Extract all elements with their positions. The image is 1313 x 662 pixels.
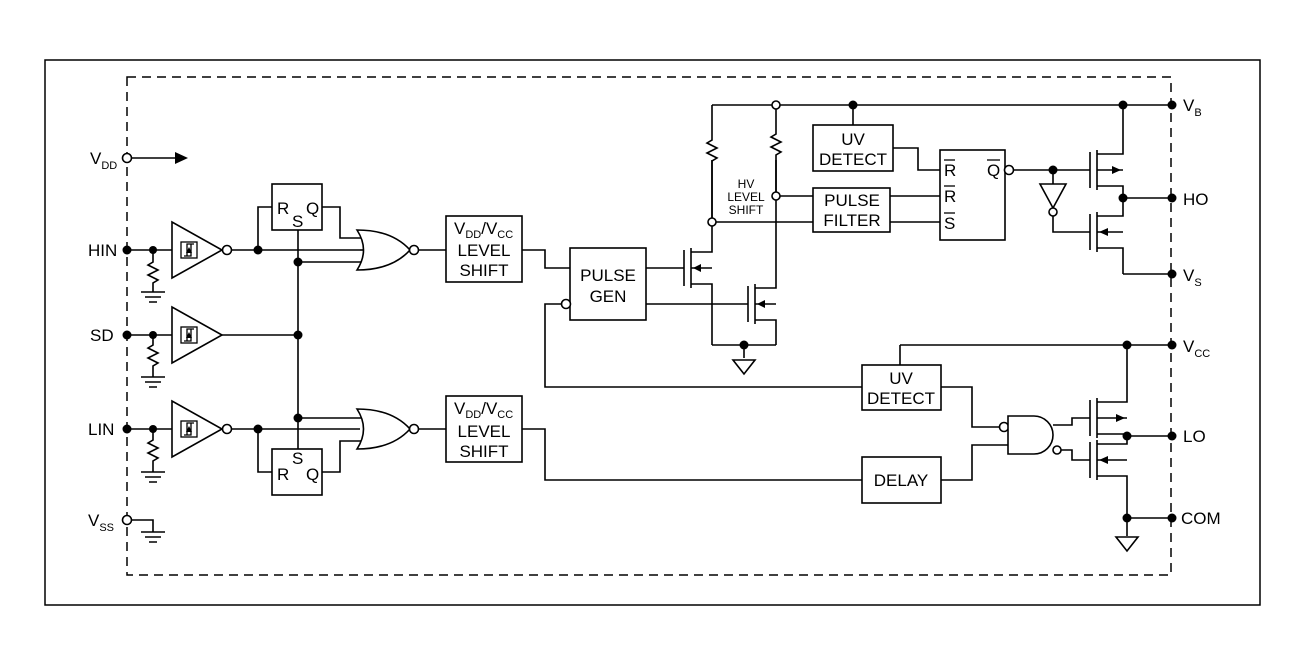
uv-detect-bottom: UV DETECT bbox=[861, 364, 942, 411]
svg-text:UV: UV bbox=[841, 130, 865, 149]
svg-text:Q: Q bbox=[306, 465, 319, 484]
svg-text:R: R bbox=[277, 199, 289, 218]
outer-frame bbox=[44, 59, 1261, 606]
ic-boundary bbox=[126, 76, 1172, 576]
svg-text:VDD/VCC: VDD/VCC bbox=[454, 399, 513, 421]
pulse-gen: PULSE GEN bbox=[560, 247, 647, 321]
svg-text:LEVEL: LEVEL bbox=[458, 241, 511, 260]
pin-lo: LO bbox=[1167, 427, 1206, 446]
svg-text:DETECT: DETECT bbox=[867, 389, 935, 408]
ho-driver-nmos bbox=[1089, 198, 1124, 274]
pin-vdd: VDD bbox=[90, 149, 188, 172]
svg-text:S: S bbox=[944, 214, 955, 233]
lo-driver-nmos bbox=[1089, 436, 1128, 518]
and-gate-lo bbox=[1007, 415, 1054, 455]
svg-text:R: R bbox=[277, 465, 289, 484]
pin-sd: SD bbox=[90, 326, 132, 345]
pin-com: COM bbox=[1167, 509, 1221, 528]
svg-text:HIN: HIN bbox=[88, 241, 117, 260]
rs-flipflop: R R S Q bbox=[939, 149, 1015, 241]
pulse-filter: PULSE FILTER bbox=[812, 187, 891, 233]
pin-vss: VSS bbox=[88, 511, 166, 543]
hv-nmos-1 bbox=[646, 160, 713, 345]
pin-vb: VB bbox=[1167, 96, 1202, 119]
svg-text:SHIFT: SHIFT bbox=[729, 203, 764, 217]
uv-detect-top: UV DETECT bbox=[812, 124, 894, 172]
svg-text:VDD: VDD bbox=[90, 149, 117, 172]
level-shift-bottom: VDD/VCC LEVEL SHIFT bbox=[445, 395, 523, 463]
level-shift-top: VDD/VCC LEVEL SHIFT bbox=[445, 215, 523, 283]
svg-text:Q: Q bbox=[306, 199, 319, 218]
svg-text:FILTER: FILTER bbox=[823, 211, 880, 230]
svg-text:SD: SD bbox=[90, 326, 114, 345]
hv-nmos-2 bbox=[646, 160, 777, 345]
lo-driver-pmos bbox=[1089, 345, 1128, 438]
svg-text:DELAY: DELAY bbox=[874, 471, 929, 490]
svg-text:COM: COM bbox=[1181, 509, 1221, 528]
svg-text:R: R bbox=[944, 161, 956, 180]
latch-bottom: S R Q bbox=[271, 448, 323, 496]
svg-text:VS: VS bbox=[1183, 266, 1202, 289]
delay-block: DELAY bbox=[861, 456, 942, 504]
svg-text:DETECT: DETECT bbox=[819, 150, 887, 169]
svg-text:S: S bbox=[292, 212, 303, 231]
svg-text:VCC: VCC bbox=[1183, 337, 1210, 360]
pin-ho: HO bbox=[1167, 190, 1209, 209]
ground-triangle-com bbox=[1114, 536, 1140, 553]
hv-level-shift-label: HV LEVEL SHIFT bbox=[727, 177, 765, 217]
svg-text:SHIFT: SHIFT bbox=[459, 442, 508, 461]
inverter-ho bbox=[1038, 183, 1068, 210]
svg-text:PULSE: PULSE bbox=[580, 266, 636, 285]
svg-text:UV: UV bbox=[889, 369, 913, 388]
sd-input-stage bbox=[127, 305, 303, 388]
svg-text:GEN: GEN bbox=[590, 287, 627, 306]
svg-text:VSS: VSS bbox=[88, 511, 114, 534]
svg-text:LEVEL: LEVEL bbox=[727, 190, 765, 204]
svg-text:HO: HO bbox=[1183, 190, 1209, 209]
svg-text:PULSE: PULSE bbox=[824, 191, 880, 210]
svg-text:R: R bbox=[944, 187, 956, 206]
pin-hin: HIN bbox=[88, 241, 132, 260]
svg-text:VDD/VCC: VDD/VCC bbox=[454, 219, 513, 241]
or-gate-top bbox=[355, 229, 412, 271]
svg-text:SHIFT: SHIFT bbox=[459, 261, 508, 280]
or-gate-bottom bbox=[355, 408, 412, 450]
ho-driver-pmos bbox=[1089, 105, 1124, 198]
pin-lin: LIN bbox=[88, 420, 132, 439]
svg-text:LEVEL: LEVEL bbox=[458, 422, 511, 441]
svg-text:VB: VB bbox=[1183, 96, 1202, 119]
lin-input-stage bbox=[127, 399, 233, 483]
pin-vcc: VCC bbox=[1167, 337, 1210, 360]
ground-triangle-hv bbox=[731, 359, 757, 376]
svg-text:S: S bbox=[292, 449, 303, 468]
latch-top: R S Q bbox=[271, 183, 323, 231]
svg-text:LIN: LIN bbox=[88, 420, 114, 439]
svg-text:LO: LO bbox=[1183, 427, 1206, 446]
hin-input-stage bbox=[127, 220, 233, 303]
svg-text:HV: HV bbox=[738, 177, 755, 191]
svg-text:Q: Q bbox=[987, 161, 1000, 180]
pin-vs: VS bbox=[1167, 266, 1202, 289]
